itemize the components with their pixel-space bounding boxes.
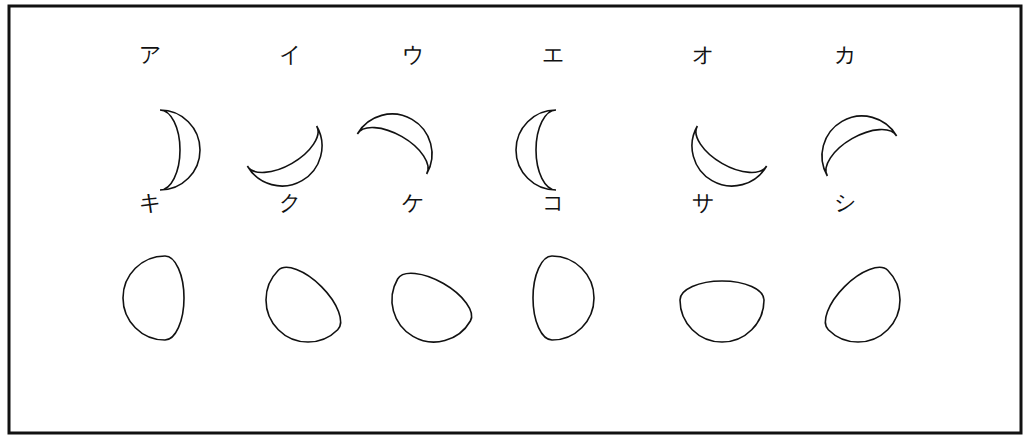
phase-letter: ア [139, 44, 162, 66]
crescent-moon [357, 99, 446, 174]
phase-letter: カ [834, 44, 857, 66]
phase-letter: エ [542, 44, 565, 66]
crescent-moon [516, 110, 556, 190]
crescent-moon [807, 101, 896, 176]
crescent-moon [160, 110, 200, 190]
phase-letter: サ [692, 192, 715, 214]
phase-letter: イ [279, 44, 302, 66]
frame-border [9, 6, 1021, 433]
gibbous-moon [377, 263, 480, 358]
phase-letter: ウ [402, 44, 425, 66]
gibbous-moon [249, 257, 352, 360]
phase-letter: ケ [402, 192, 425, 214]
crescent-moon [677, 126, 766, 201]
gibbous-moon [815, 257, 918, 360]
gibbous-moon [680, 281, 764, 342]
gibbous-moon [123, 256, 184, 340]
phase-letter: オ [692, 44, 715, 66]
phase-letter: ク [279, 192, 302, 214]
gibbous-moon [533, 256, 594, 340]
phase-letter: キ [139, 192, 162, 214]
phase-letter: シ [834, 192, 857, 214]
crescent-moon [247, 126, 336, 201]
phase-letter: コ [542, 192, 565, 214]
